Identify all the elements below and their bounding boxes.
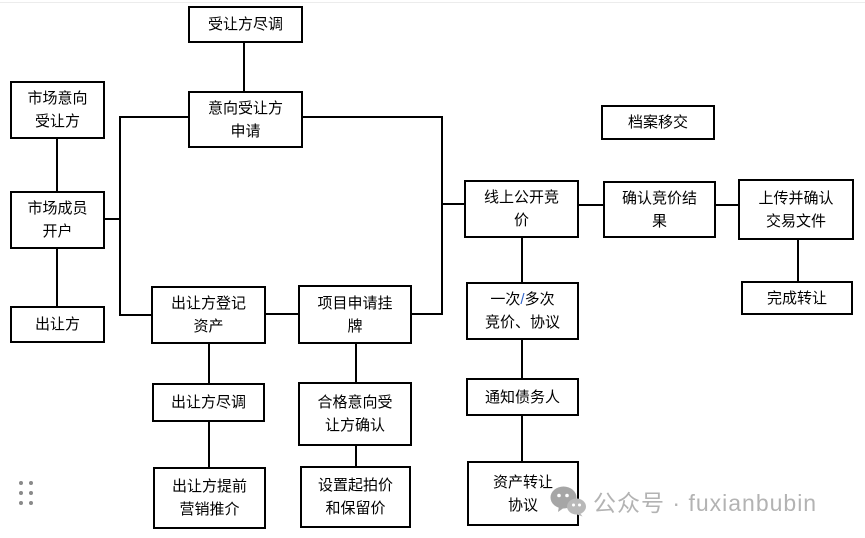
node-market-intent-transferee: 市场意向 受让方 (10, 81, 105, 139)
watermark-text: 公众号 · fuxianbubin (593, 490, 818, 516)
node-label-line1: 一次/多次 (490, 291, 555, 308)
node-archive-handover: 档案移交 (601, 105, 715, 140)
handle-dot (29, 491, 33, 495)
node-label-line2: 竞价、协议 (484, 314, 560, 331)
handle-dot (29, 481, 33, 485)
connector-upload-complete (797, 240, 799, 281)
handle-dot (29, 501, 33, 505)
node-transferee-due-diligence: 受让方尽调 (188, 6, 303, 43)
node-label: 完成转让 (766, 289, 827, 307)
handle-dot (19, 491, 23, 495)
connector-mid-spine-vertical (441, 116, 443, 315)
connector-spine-to-application (119, 116, 188, 118)
node-confirm-bidding-result: 确认竞价结 果 (603, 181, 716, 238)
node-transferor-pre-marketing: 出让方提前 营销推介 (153, 467, 266, 529)
drag-handle-icon[interactable] (19, 481, 33, 505)
node-label: 设置起拍价 和保留价 (317, 477, 393, 517)
node-label: 意向受让方 申请 (207, 99, 283, 140)
node-label: 出让方尽调 (170, 394, 246, 411)
node-label: 出让方提前 营销推介 (171, 478, 247, 518)
blue-slash: / (520, 291, 525, 308)
connector-duediligence-application (243, 43, 245, 91)
node-label: 档案移交 (627, 114, 688, 131)
node-transferor-asset-registration: 出让方登记 资产 (151, 286, 266, 344)
node-label: 受让方尽调 (207, 16, 283, 33)
connector-application-to-spine2 (303, 116, 443, 118)
connector-assetregistration-listing (266, 313, 298, 315)
node-transferor-due-diligence: 出让方尽调 (152, 383, 265, 422)
connector-confirmresult-upload (716, 204, 738, 206)
top-divider (0, 2, 865, 3)
connector-rounds-notifydebtors (521, 340, 523, 378)
connector-duediligence-premarketing (208, 422, 210, 467)
node-online-public-bidding: 线上公开竞 价 (464, 180, 579, 238)
node-label: 项目申请挂 牌 (317, 294, 393, 335)
node-label: 出让方 (34, 316, 80, 333)
watermark: 公众号 · fuxianbubin (550, 484, 817, 518)
connector-qualifiedconfirmation-setprice (355, 446, 357, 466)
node-label: 确认竞价结 果 (621, 189, 697, 230)
node-single-multiple-bidding-agreement: 一次/多次 竞价、协议 (466, 282, 579, 340)
connector-notifydebtors-agreement (521, 416, 523, 461)
connector-spine-to-assetregistration (119, 314, 151, 316)
connector-assetregistration-duediligence (208, 344, 210, 383)
node-set-starting-reserve-price: 设置起拍价 和保留价 (300, 466, 411, 528)
handle-dot (19, 501, 23, 505)
node-label: 市场意向 受让方 (27, 90, 88, 130)
connector-memberaccount-transferor (56, 249, 58, 306)
node-notify-debtors: 通知债务人 (466, 378, 579, 416)
node-intent-transferee-application: 意向受让方 申请 (188, 91, 303, 148)
wechat-icon (550, 486, 586, 517)
node-transferor: 出让方 (10, 306, 105, 343)
connector-spine2-to-bidding (441, 203, 464, 205)
node-market-member-account-opening: 市场成员 开户 (10, 191, 105, 249)
node-label: 出让方登记 资产 (170, 295, 246, 335)
node-complete-transfer: 完成转让 (741, 281, 853, 315)
node-label: 线上公开竞 价 (483, 189, 559, 229)
node-label: 通知债务人 (484, 388, 560, 406)
connector-memberaccount-to-spine (105, 218, 121, 220)
node-label: 市场成员 开户 (27, 200, 88, 240)
node-label: 合格意向受 让方确认 (317, 394, 393, 434)
connector-left-spine-vertical (119, 116, 121, 316)
node-upload-confirm-transaction-docs: 上传并确认 交易文件 (738, 179, 854, 240)
node-label: 资产转让 协议 (492, 473, 553, 514)
connector-bidding-rounds (521, 238, 523, 282)
node-project-listing-application: 项目申请挂 牌 (298, 285, 412, 344)
connector-bidding-confirmresult (579, 204, 603, 206)
node-qualified-intent-transferee-confirmation: 合格意向受 让方确认 (298, 382, 412, 446)
node-asset-transfer-agreement: 资产转让 协议 (467, 461, 579, 526)
node-label: 上传并确认 交易文件 (758, 189, 834, 230)
connector-marketintent-memberaccount (56, 139, 58, 191)
connector-listing-qualifiedconfirmation (355, 344, 357, 382)
handle-dot (19, 481, 23, 485)
connector-listing-to-spine2 (412, 313, 443, 315)
